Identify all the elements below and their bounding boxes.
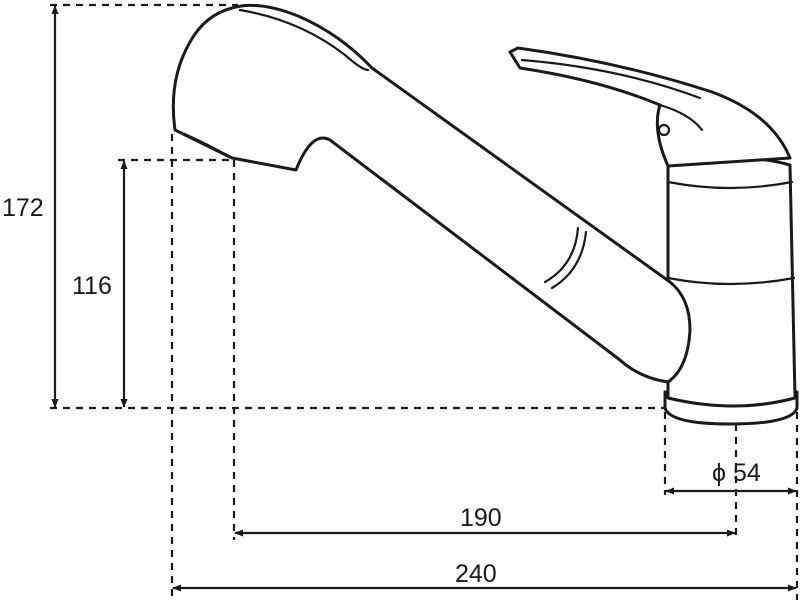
extension-lines — [50, 3, 799, 600]
faucet-spout-top-ridge — [238, 8, 370, 72]
faucet-lever-screw — [657, 123, 671, 137]
dimension-labels: 172 116 ϕ 54 190 240 — [0, 188, 761, 588]
label-height-total: 172 — [2, 194, 44, 222]
label-base-diameter: ϕ 54 — [712, 459, 761, 487]
label-height-spout: 116 — [72, 272, 112, 300]
faucet-illustration — [171, 3, 799, 426]
label-reach-spout: 190 — [460, 504, 502, 532]
faucet-body-band-top — [666, 180, 794, 190]
faucet-lever-ridge-lower — [658, 103, 704, 132]
faucet-body-band-middle — [666, 276, 796, 286]
faucet-lever-handle — [508, 46, 792, 168]
label-length-total: 240 — [455, 560, 497, 588]
faucet-lever-ridge — [520, 58, 702, 100]
faucet-spout-ring — [543, 226, 580, 284]
dimension-lines — [51, 5, 797, 592]
faucet-spout-nozzle-face — [173, 128, 234, 160]
faucet-spout-ring-inner — [550, 230, 588, 290]
faucet-spout-hose-arm — [171, 3, 692, 384]
